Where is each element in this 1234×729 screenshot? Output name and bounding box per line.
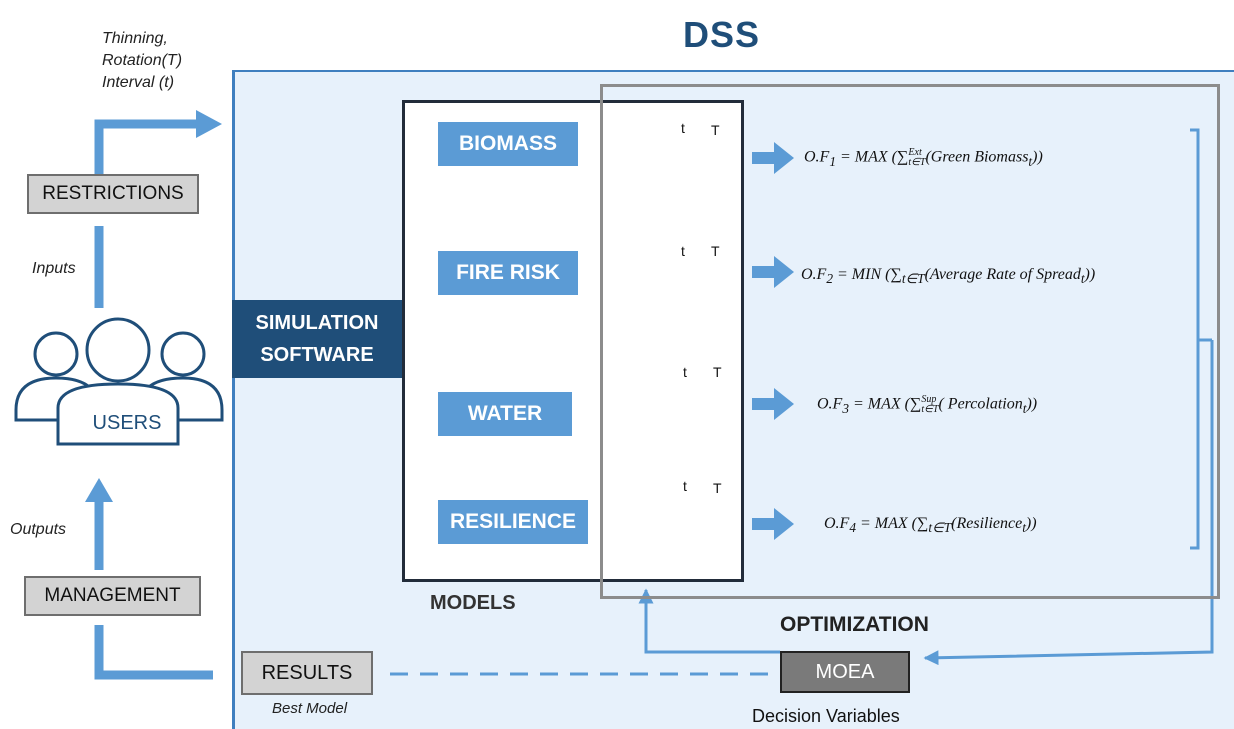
input-arrow [94, 119, 198, 175]
optimization-frame [600, 84, 1220, 599]
model-water: WATER [438, 392, 572, 436]
model-fire-risk: FIRE RISK [438, 251, 578, 295]
management-box: MANAGEMENT [24, 576, 201, 616]
loop-t: t [681, 243, 685, 259]
model-biomass: BIOMASS [438, 122, 578, 166]
objective-arrows [752, 142, 794, 540]
moea-box: MOEA [780, 651, 910, 693]
results-line [94, 625, 213, 680]
loop-t: t [683, 478, 687, 494]
loop-t: t [681, 120, 685, 136]
loop-T: T [713, 364, 722, 380]
loop-t: t [683, 364, 687, 380]
moea-arrow [638, 588, 780, 654]
users-icon [14, 317, 224, 446]
input-params: Thinning, Rotation(T) Interval (t) [102, 30, 183, 91]
feedback-arrow [923, 340, 1214, 666]
outputs-label: Outputs [10, 521, 67, 538]
objective-4: O.F4 = MAX (∑t∈T(Resiliencet)) [824, 515, 1037, 536]
input-arrow-head [196, 110, 222, 138]
results-box: RESULTS [241, 651, 373, 695]
best-model-label: Best Model [272, 700, 348, 717]
restrictions-box: RESTRICTIONS [27, 174, 199, 214]
inputs-label: Inputs [32, 260, 76, 277]
loop-T: T [713, 480, 722, 496]
model-resilience: RESILIENCE [438, 500, 588, 544]
decision-variables-label: Decision Variables [752, 706, 900, 726]
loop-T: T [711, 122, 720, 138]
models-label: MODELS [430, 592, 516, 614]
users-label: USERS [92, 412, 162, 434]
dss-title: DSS [683, 14, 761, 55]
loop-T: T [711, 243, 720, 259]
optimization-label: OPTIMIZATION [780, 613, 929, 636]
simulation-software-box: SIMULATION SOFTWARE [232, 300, 402, 378]
outputs-arrow-head [85, 478, 113, 502]
objective-2: O.F2 = MIN (∑t∈T(Average Rate of Spreadt… [801, 266, 1096, 287]
